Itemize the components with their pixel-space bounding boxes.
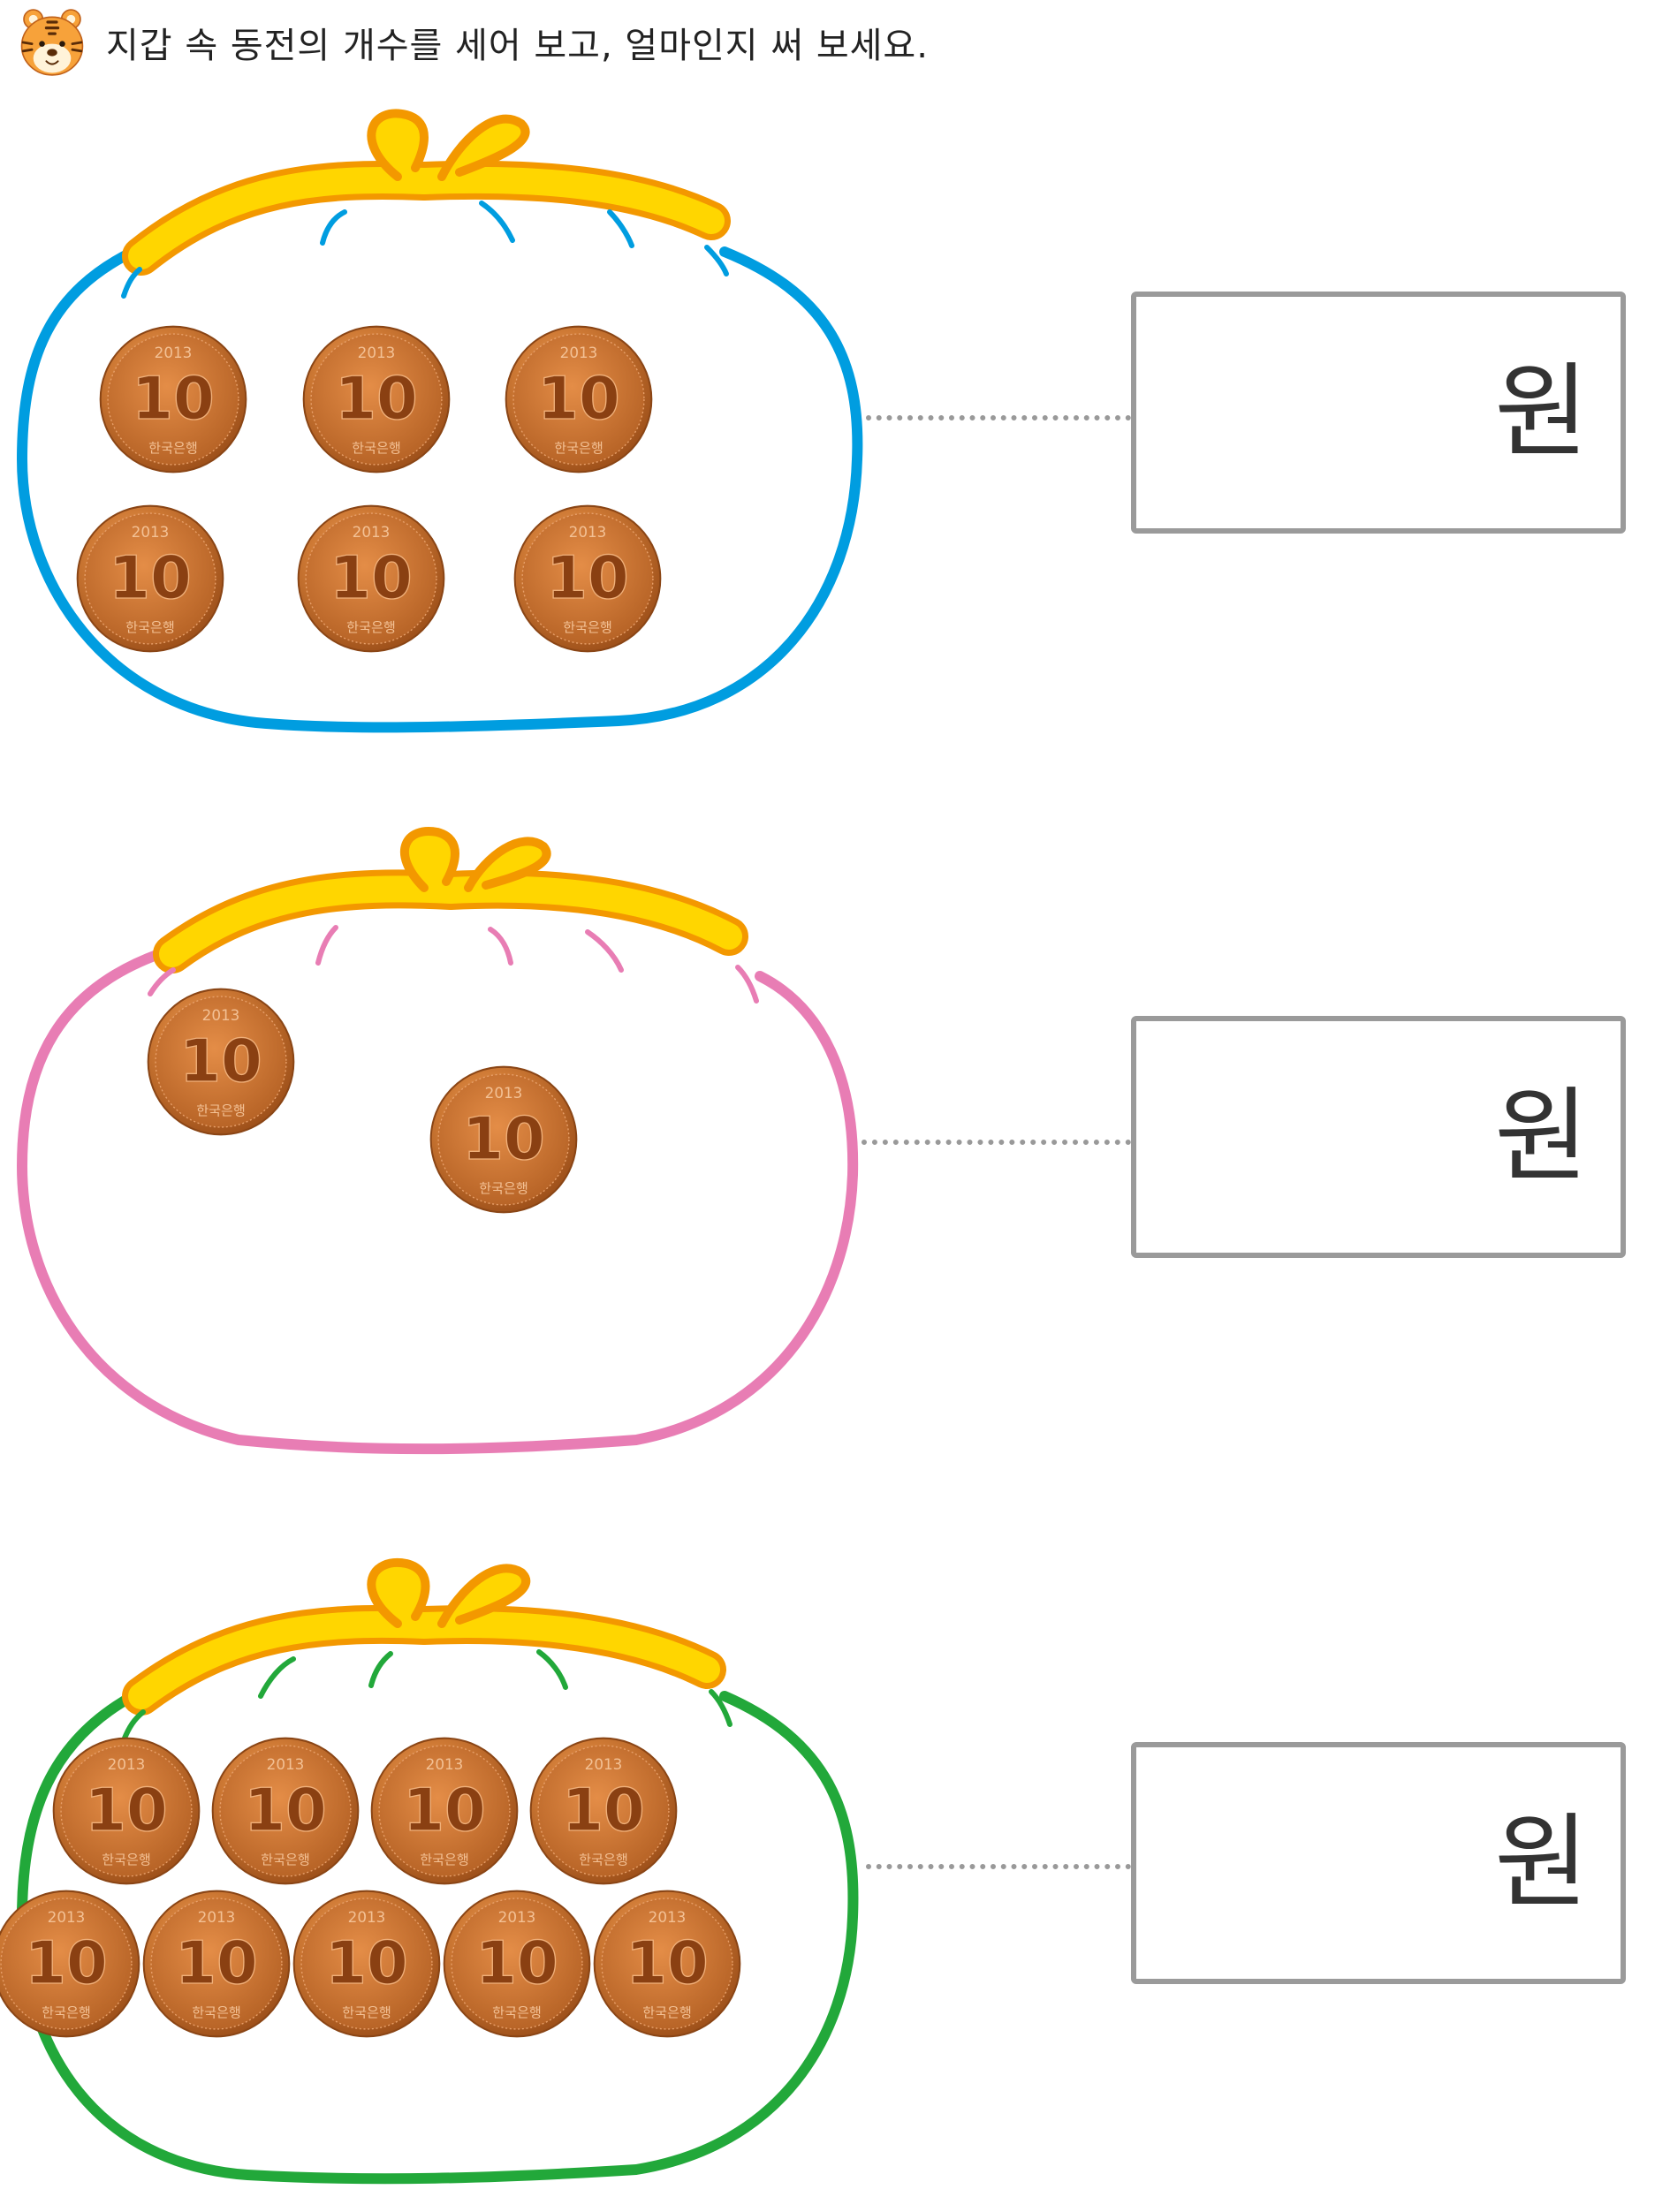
coin-bank-name: 한국은행: [148, 440, 198, 456]
coin-bank-name: 한국은행: [261, 1852, 310, 1867]
dotted-connector: [866, 1864, 1131, 1869]
ten-won-coin-icon: 2013 10 한국은행: [142, 1890, 291, 2038]
ten-won-coin-icon: 2013 10 한국은행: [297, 504, 445, 653]
ten-won-coin-icon: 2013 10 한국은행: [76, 504, 224, 653]
coin-value: 10: [537, 364, 620, 433]
instruction-text: 지갑 속 동전의 개수를 세어 보고, 얼마인지 써 보세요.: [106, 26, 929, 66]
coin-value: 10: [25, 1928, 108, 1997]
coin-purse-green: [16, 1557, 859, 2185]
coin-value: 10: [403, 1776, 486, 1845]
coin-bank-name: 한국은행: [342, 2004, 391, 2020]
coin-bank-name: 한국은행: [102, 1852, 151, 1867]
wallet-question-2: 원 2013 10 한국은행 2013 10 한국은행: [0, 822, 1670, 1475]
answer-unit-label: 원: [1494, 352, 1589, 472]
coin-year: 2013: [353, 523, 391, 541]
coin-bank-name: 한국은행: [192, 2004, 241, 2020]
coin-year: 2013: [132, 523, 170, 541]
coin-year: 2013: [560, 344, 598, 361]
ten-won-coin-icon: 2013 10 한국은행: [99, 325, 247, 473]
coin-value: 10: [325, 1928, 408, 1997]
wallet-question-3: 원 2013 10 한국은행 2013 10 한국은행 2013 10 한국은행 2013 10 한국…: [0, 1546, 1670, 2200]
coin-value: 10: [462, 1104, 545, 1173]
ten-won-coin-icon: 2013 10 한국은행: [513, 504, 662, 653]
coin-purse-pink: [16, 827, 859, 1455]
coin-bank-name: 한국은행: [42, 2004, 91, 2020]
dotted-connector: [866, 415, 1131, 420]
coin-bank-name: 한국은행: [479, 1180, 528, 1196]
coin-purse-blue: [16, 109, 863, 733]
ten-won-coin-icon: 2013 10 한국은행: [52, 1737, 201, 1885]
coin-bank-name: 한국은행: [420, 1852, 469, 1867]
ten-won-coin-icon: 2013 10 한국은행: [292, 1890, 441, 2038]
dotted-connector: [862, 1140, 1131, 1145]
ten-won-coin-icon: 2013 10 한국은행: [211, 1737, 360, 1885]
ten-won-coin-icon: 2013 10 한국은행: [429, 1065, 578, 1214]
coin-year: 2013: [485, 1084, 523, 1102]
coin-value: 10: [85, 1776, 168, 1845]
ten-won-coin-icon: 2013 10 한국은행: [529, 1737, 678, 1885]
coin-bank-name: 한국은행: [579, 1852, 628, 1867]
coin-bank-name: 한국은행: [642, 2004, 692, 2020]
ten-won-coin-icon: 2013 10 한국은행: [302, 325, 451, 473]
coin-value: 10: [626, 1928, 709, 1997]
ten-won-coin-icon: 2013 10 한국은행: [147, 988, 295, 1136]
answer-box-2[interactable]: 원: [1131, 1016, 1626, 1258]
coin-year: 2013: [202, 1006, 240, 1024]
coin-bank-name: 한국은행: [554, 440, 603, 456]
coin-bank-name: 한국은행: [196, 1102, 246, 1118]
coin-value: 10: [330, 543, 413, 612]
coin-year: 2013: [348, 1908, 386, 1926]
coin-year: 2013: [649, 1908, 687, 1926]
coin-value: 10: [562, 1776, 645, 1845]
ten-won-coin-icon: 2013 10 한국은행: [593, 1890, 741, 2038]
ten-won-coin-icon: 2013 10 한국은행: [0, 1890, 140, 2038]
coin-value: 10: [244, 1776, 327, 1845]
coin-bank-name: 한국은행: [492, 2004, 542, 2020]
coin-year: 2013: [267, 1755, 305, 1773]
coin-value: 10: [546, 543, 629, 612]
coin-year: 2013: [569, 523, 607, 541]
coin-value: 10: [109, 543, 192, 612]
answer-unit-label: 원: [1494, 1077, 1589, 1196]
coin-value: 10: [335, 364, 418, 433]
instruction-header: 지갑 속 동전의 개수를 세어 보고, 얼마인지 써 보세요.: [16, 7, 929, 78]
coin-bank-name: 한국은행: [563, 619, 612, 635]
coin-year: 2013: [358, 344, 396, 361]
coin-bank-name: 한국은행: [352, 440, 401, 456]
coin-year: 2013: [585, 1755, 623, 1773]
coin-year: 2013: [108, 1755, 146, 1773]
coin-year: 2013: [155, 344, 193, 361]
coin-bank-name: 한국은행: [125, 619, 175, 635]
ten-won-coin-icon: 2013 10 한국은행: [505, 325, 653, 473]
answer-box-3[interactable]: 원: [1131, 1742, 1626, 1984]
coin-value: 10: [475, 1928, 558, 1997]
ten-won-coin-icon: 2013 10 한국은행: [370, 1737, 519, 1885]
coin-value: 10: [132, 364, 215, 433]
coin-year: 2013: [48, 1908, 86, 1926]
tiger-face-icon: [20, 9, 84, 76]
answer-box-1[interactable]: 원: [1131, 292, 1626, 534]
coin-year: 2013: [426, 1755, 464, 1773]
ten-won-coin-icon: 2013 10 한국은행: [443, 1890, 591, 2038]
coin-year: 2013: [198, 1908, 236, 1926]
wallet-question-1: 원 2013 10 한국은행 2013 10 한국은행 2013 10 한국은행 2013 10 한국…: [0, 88, 1670, 742]
coin-value: 10: [175, 1928, 258, 1997]
answer-unit-label: 원: [1494, 1803, 1589, 1922]
coin-value: 10: [179, 1026, 262, 1095]
coin-year: 2013: [498, 1908, 536, 1926]
coin-bank-name: 한국은행: [346, 619, 396, 635]
